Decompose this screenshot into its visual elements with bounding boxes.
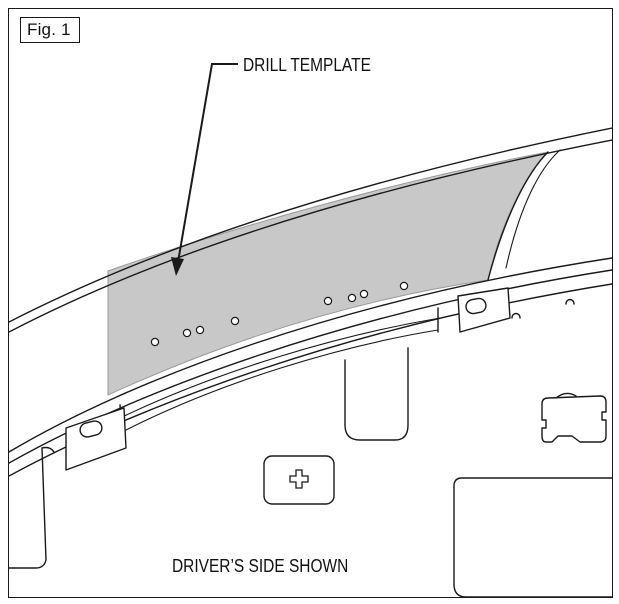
drill-hole bbox=[359, 289, 369, 299]
left-slot bbox=[79, 420, 103, 438]
lower-edge bbox=[9, 257, 612, 453]
plus-icon bbox=[289, 469, 309, 489]
drill-hole bbox=[399, 281, 409, 291]
arrow-icon bbox=[171, 63, 238, 276]
clip-outline bbox=[541, 395, 607, 443]
drill-holes bbox=[150, 281, 409, 347]
figure-label: Fig. 1 bbox=[20, 17, 80, 43]
figure-caption: DRIVER’S SIDE SHOWN bbox=[172, 556, 349, 576]
center-bracket bbox=[344, 347, 409, 441]
lower-right-panel bbox=[453, 477, 612, 597]
drill-hole bbox=[195, 325, 205, 335]
drill-template-callout: DRILL TEMPLATE bbox=[243, 55, 371, 75]
upper-outer-edge bbox=[9, 127, 612, 323]
headlight-opening bbox=[487, 151, 549, 281]
drill-hole bbox=[230, 316, 240, 326]
upper-outer-edge-inner bbox=[9, 139, 612, 333]
left-mount-tab bbox=[65, 407, 127, 471]
drill-template-region bbox=[107, 151, 549, 396]
left-leg bbox=[9, 447, 47, 569]
drill-hole bbox=[150, 337, 160, 347]
drill-hole bbox=[323, 296, 333, 306]
drill-hole bbox=[182, 328, 192, 338]
drill-hole bbox=[347, 293, 357, 303]
right-slot bbox=[465, 297, 487, 315]
plus-button-outline bbox=[263, 455, 335, 505]
